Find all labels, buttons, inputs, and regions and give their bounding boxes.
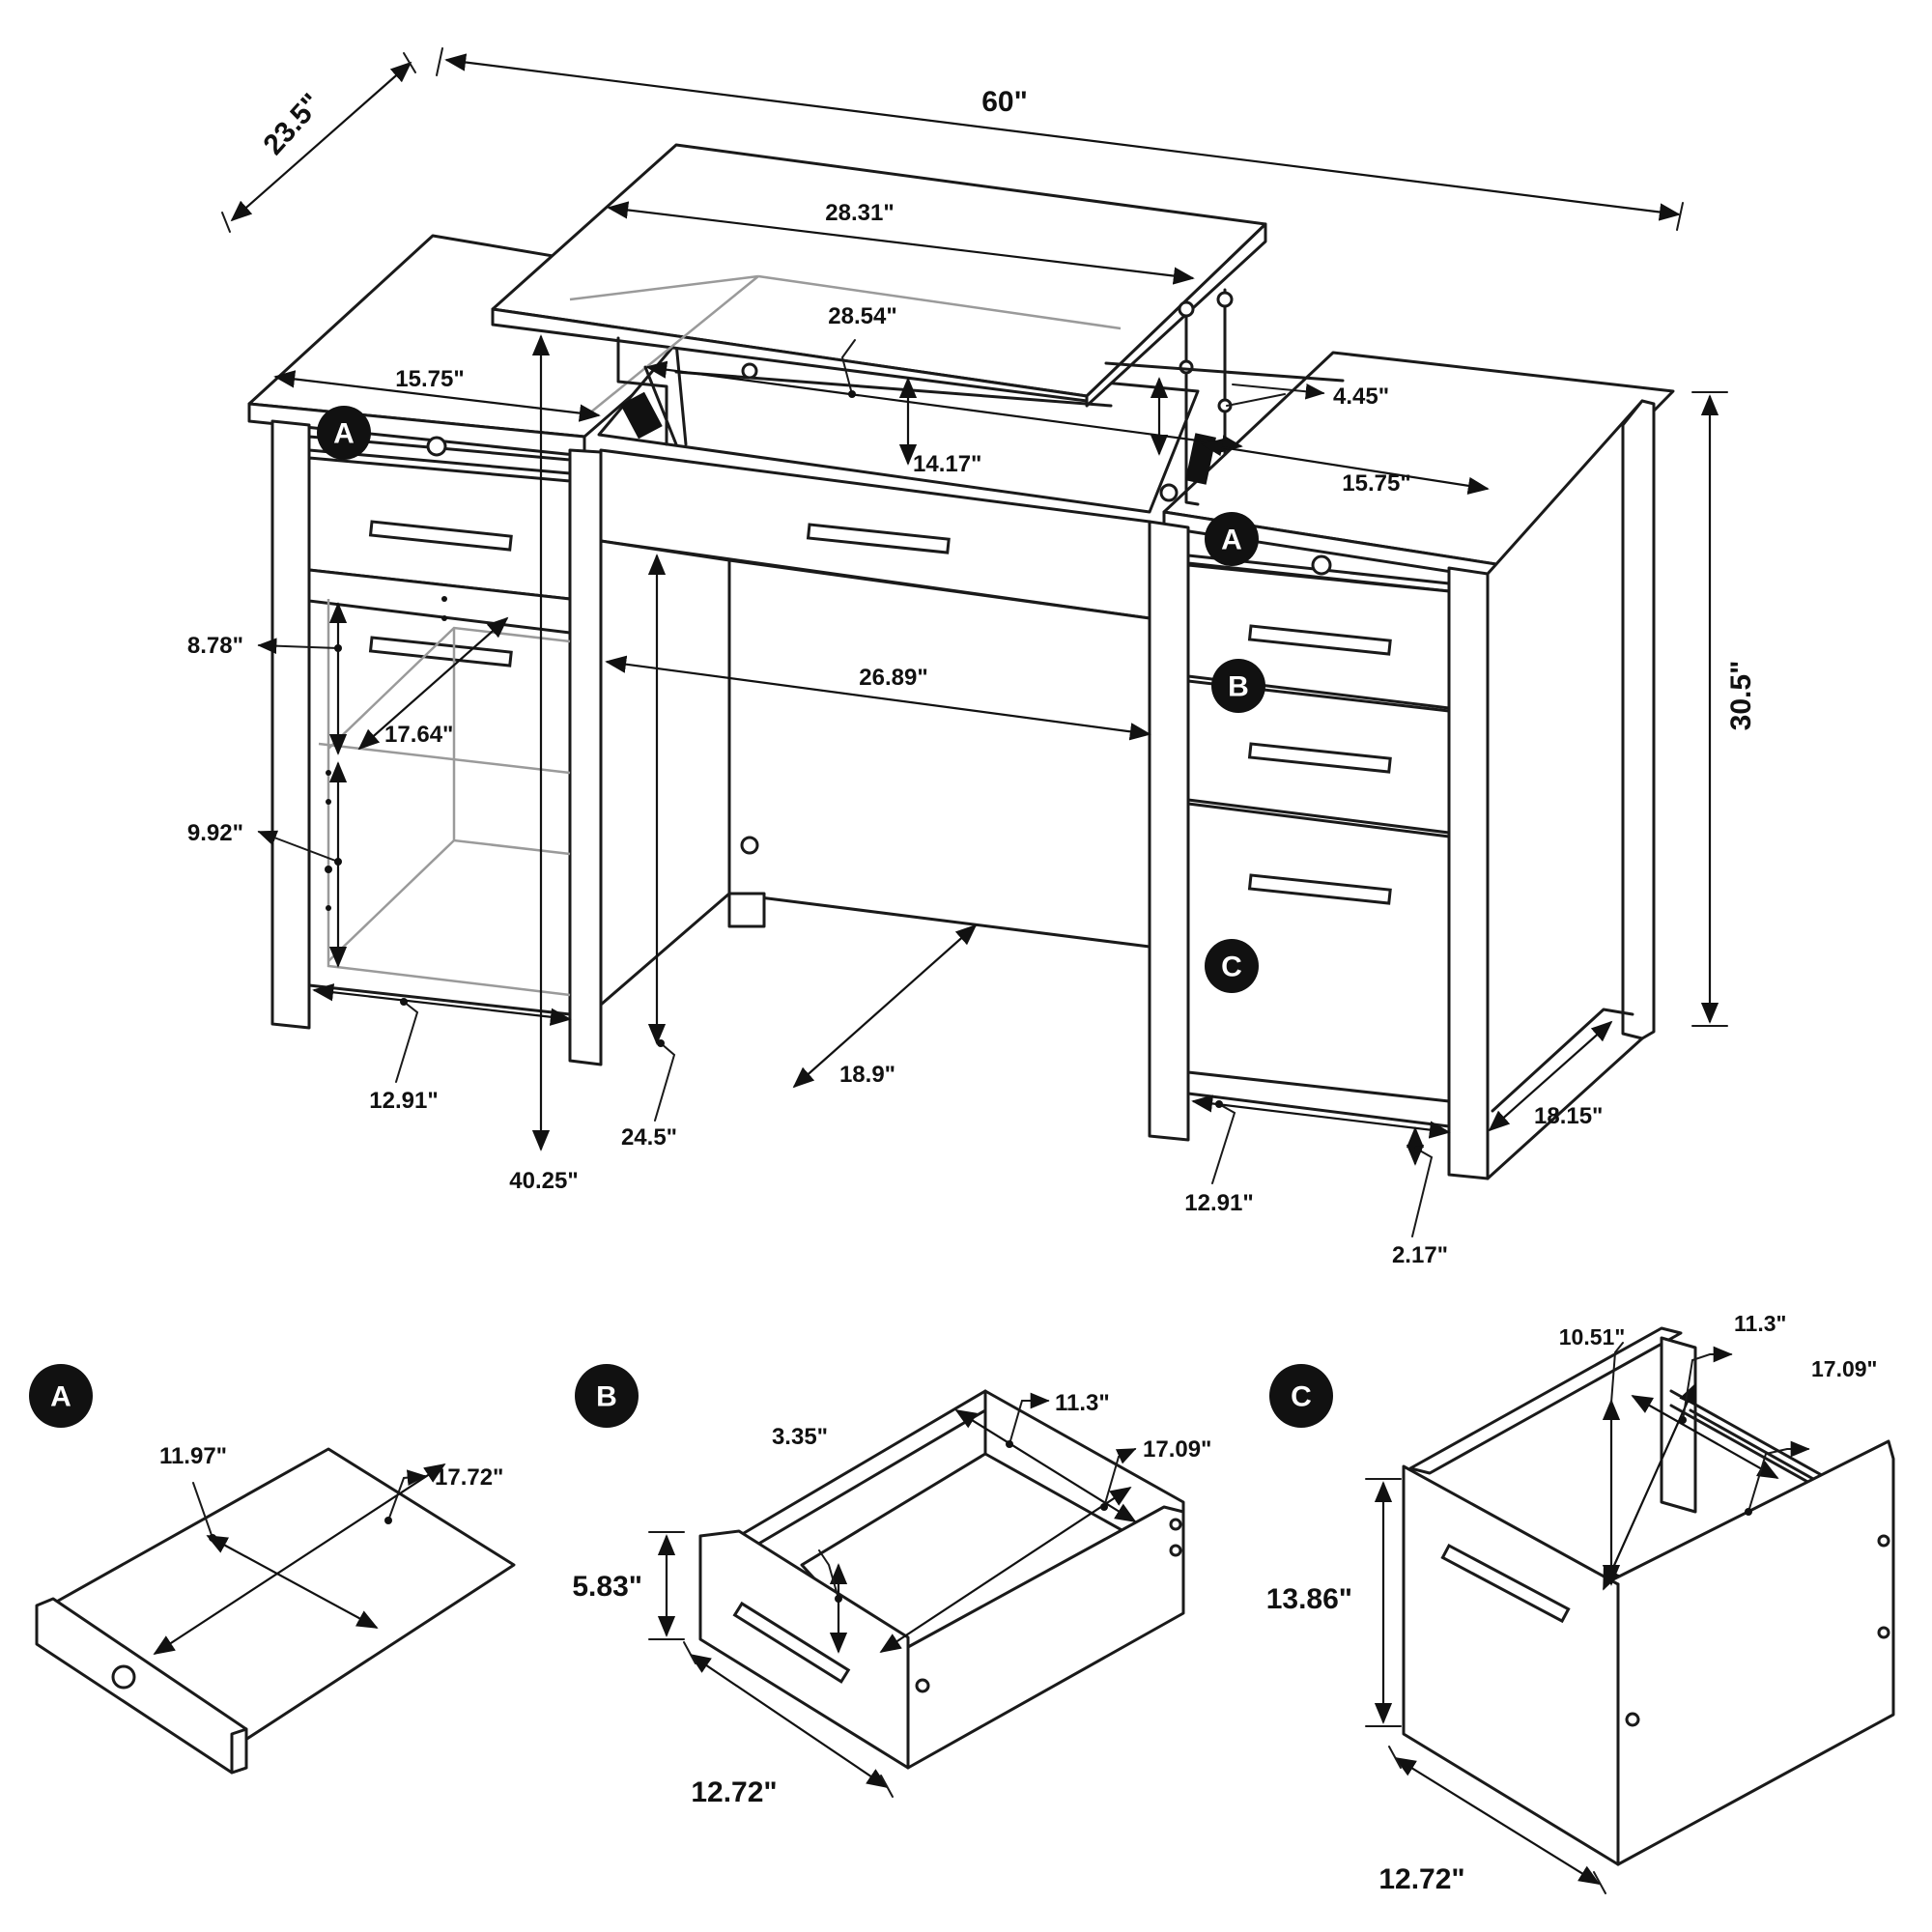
right-drawer-b-upper-handle	[1247, 624, 1392, 656]
label-overall-depth: 23.5"	[257, 88, 327, 161]
label-knee-depth: 18.9"	[839, 1062, 895, 1088]
label-right-base-depth: 18.15"	[1534, 1103, 1603, 1129]
badge-b-desk: B	[1211, 659, 1265, 713]
label-left-top-width: 15.75"	[395, 366, 464, 392]
right-drawer-c-handle	[1247, 873, 1392, 905]
badge-a-right: A	[1205, 512, 1259, 566]
label-knee-width: 26.89"	[859, 665, 927, 691]
left-knee-side	[599, 539, 731, 1007]
badge-a-left: A	[317, 406, 371, 460]
main-desk	[247, 143, 1675, 1180]
drawer-b-label-inner-height: 3.35"	[772, 1424, 828, 1450]
drawer-b-label-inner-depth: 17.09"	[1143, 1436, 1211, 1463]
drawer-b-badge-text: B	[596, 1381, 617, 1413]
drawer-c-right-side	[1602, 1439, 1895, 1866]
drawer-b-label-inner-width: 11.3"	[1055, 1390, 1110, 1416]
drawer-c-left-side	[1408, 1326, 1683, 1475]
badge-c-desk-text: C	[1221, 952, 1242, 983]
drawer-a-label-inner-depth: 17.72"	[435, 1464, 503, 1491]
drawer-c-label-front-width: 12.72"	[1378, 1863, 1464, 1895]
drawer-b-label-front-height: 5.83"	[572, 1571, 642, 1603]
left-shelf-top-panel	[307, 568, 572, 635]
left-drawer-a-knob	[426, 436, 447, 457]
badge-a-left-text: A	[333, 418, 355, 450]
label-foot-clearance: 2.17"	[1392, 1242, 1448, 1268]
right-pedestal-front-right-panel	[1447, 566, 1490, 1180]
drawer-a-badge-text: A	[50, 1381, 71, 1413]
drawer-c-badge-text: C	[1291, 1381, 1312, 1413]
badge-c-desk: C	[1205, 939, 1259, 993]
label-lift-height: 40.25"	[509, 1168, 578, 1194]
center-foot	[727, 892, 766, 928]
drawer-a-detail: A 11.97" 17.72"	[29, 1364, 516, 1775]
drawer-a-label-inner-width: 11.97"	[159, 1443, 227, 1469]
label-left-base-width: 12.91"	[369, 1088, 438, 1114]
right-drawer-b-lower-handle	[1247, 742, 1392, 774]
drawer-c-front-panel	[1402, 1464, 1620, 1866]
label-overall-width: 60"	[981, 86, 1028, 118]
drawer-c-label-inner-height: 10.51"	[1559, 1324, 1625, 1350]
left-drawer-upper-handle	[368, 520, 513, 552]
left-pedestal-front-panel	[568, 448, 603, 1066]
badge-b-desk-text: B	[1228, 671, 1249, 703]
label-lift-gap: 4.45"	[1333, 384, 1389, 410]
label-left-shelf-upper: 8.78"	[187, 633, 243, 659]
dimension-lines-desk	[221, 47, 1728, 1237]
label-right-base-width: 12.91"	[1184, 1190, 1253, 1216]
drawer-c-label-inner-depth: 17.09"	[1811, 1356, 1877, 1381]
label-left-shelf-lower: 9.92"	[187, 820, 243, 846]
label-lift-inner-width: 28.54"	[828, 303, 896, 329]
label-left-shelf-depth: 17.64"	[384, 722, 453, 748]
drawer-c-handle	[1440, 1543, 1571, 1624]
right-pedestal-side-leg	[1621, 399, 1656, 1040]
left-pedestal-side-panel	[270, 419, 311, 1030]
drawer-b-label-front-width: 12.72"	[691, 1776, 777, 1808]
drawer-c-inner-back	[1660, 1336, 1697, 1514]
drawer-c-label-inner-width: 11.3"	[1734, 1311, 1786, 1336]
drawer-a-knob	[111, 1664, 136, 1690]
label-right-top-width: 15.75"	[1342, 470, 1410, 497]
modesty-panel	[727, 558, 1151, 949]
center-drawer-handle	[806, 523, 951, 554]
label-knee-height: 24.5"	[621, 1124, 677, 1151]
drawer-c-label-front-height: 13.86"	[1266, 1583, 1352, 1615]
label-overall-height: 30.5"	[1725, 661, 1757, 731]
label-lift-well-depth: 14.17"	[913, 451, 981, 477]
label-lift-top-width: 28.31"	[825, 200, 894, 226]
drawer-c-detail: C 10.51" 11.3" 17.09" 13.86" 12.72"	[1266, 1311, 1895, 1895]
drawer-b-detail: B 3.35" 11.3" 17.09" 5.83" 12.72"	[572, 1364, 1211, 1808]
right-drawer-a-knob	[1311, 554, 1332, 576]
badge-a-right-text: A	[1221, 525, 1242, 556]
right-pedestal-front-left-panel	[1148, 520, 1190, 1142]
